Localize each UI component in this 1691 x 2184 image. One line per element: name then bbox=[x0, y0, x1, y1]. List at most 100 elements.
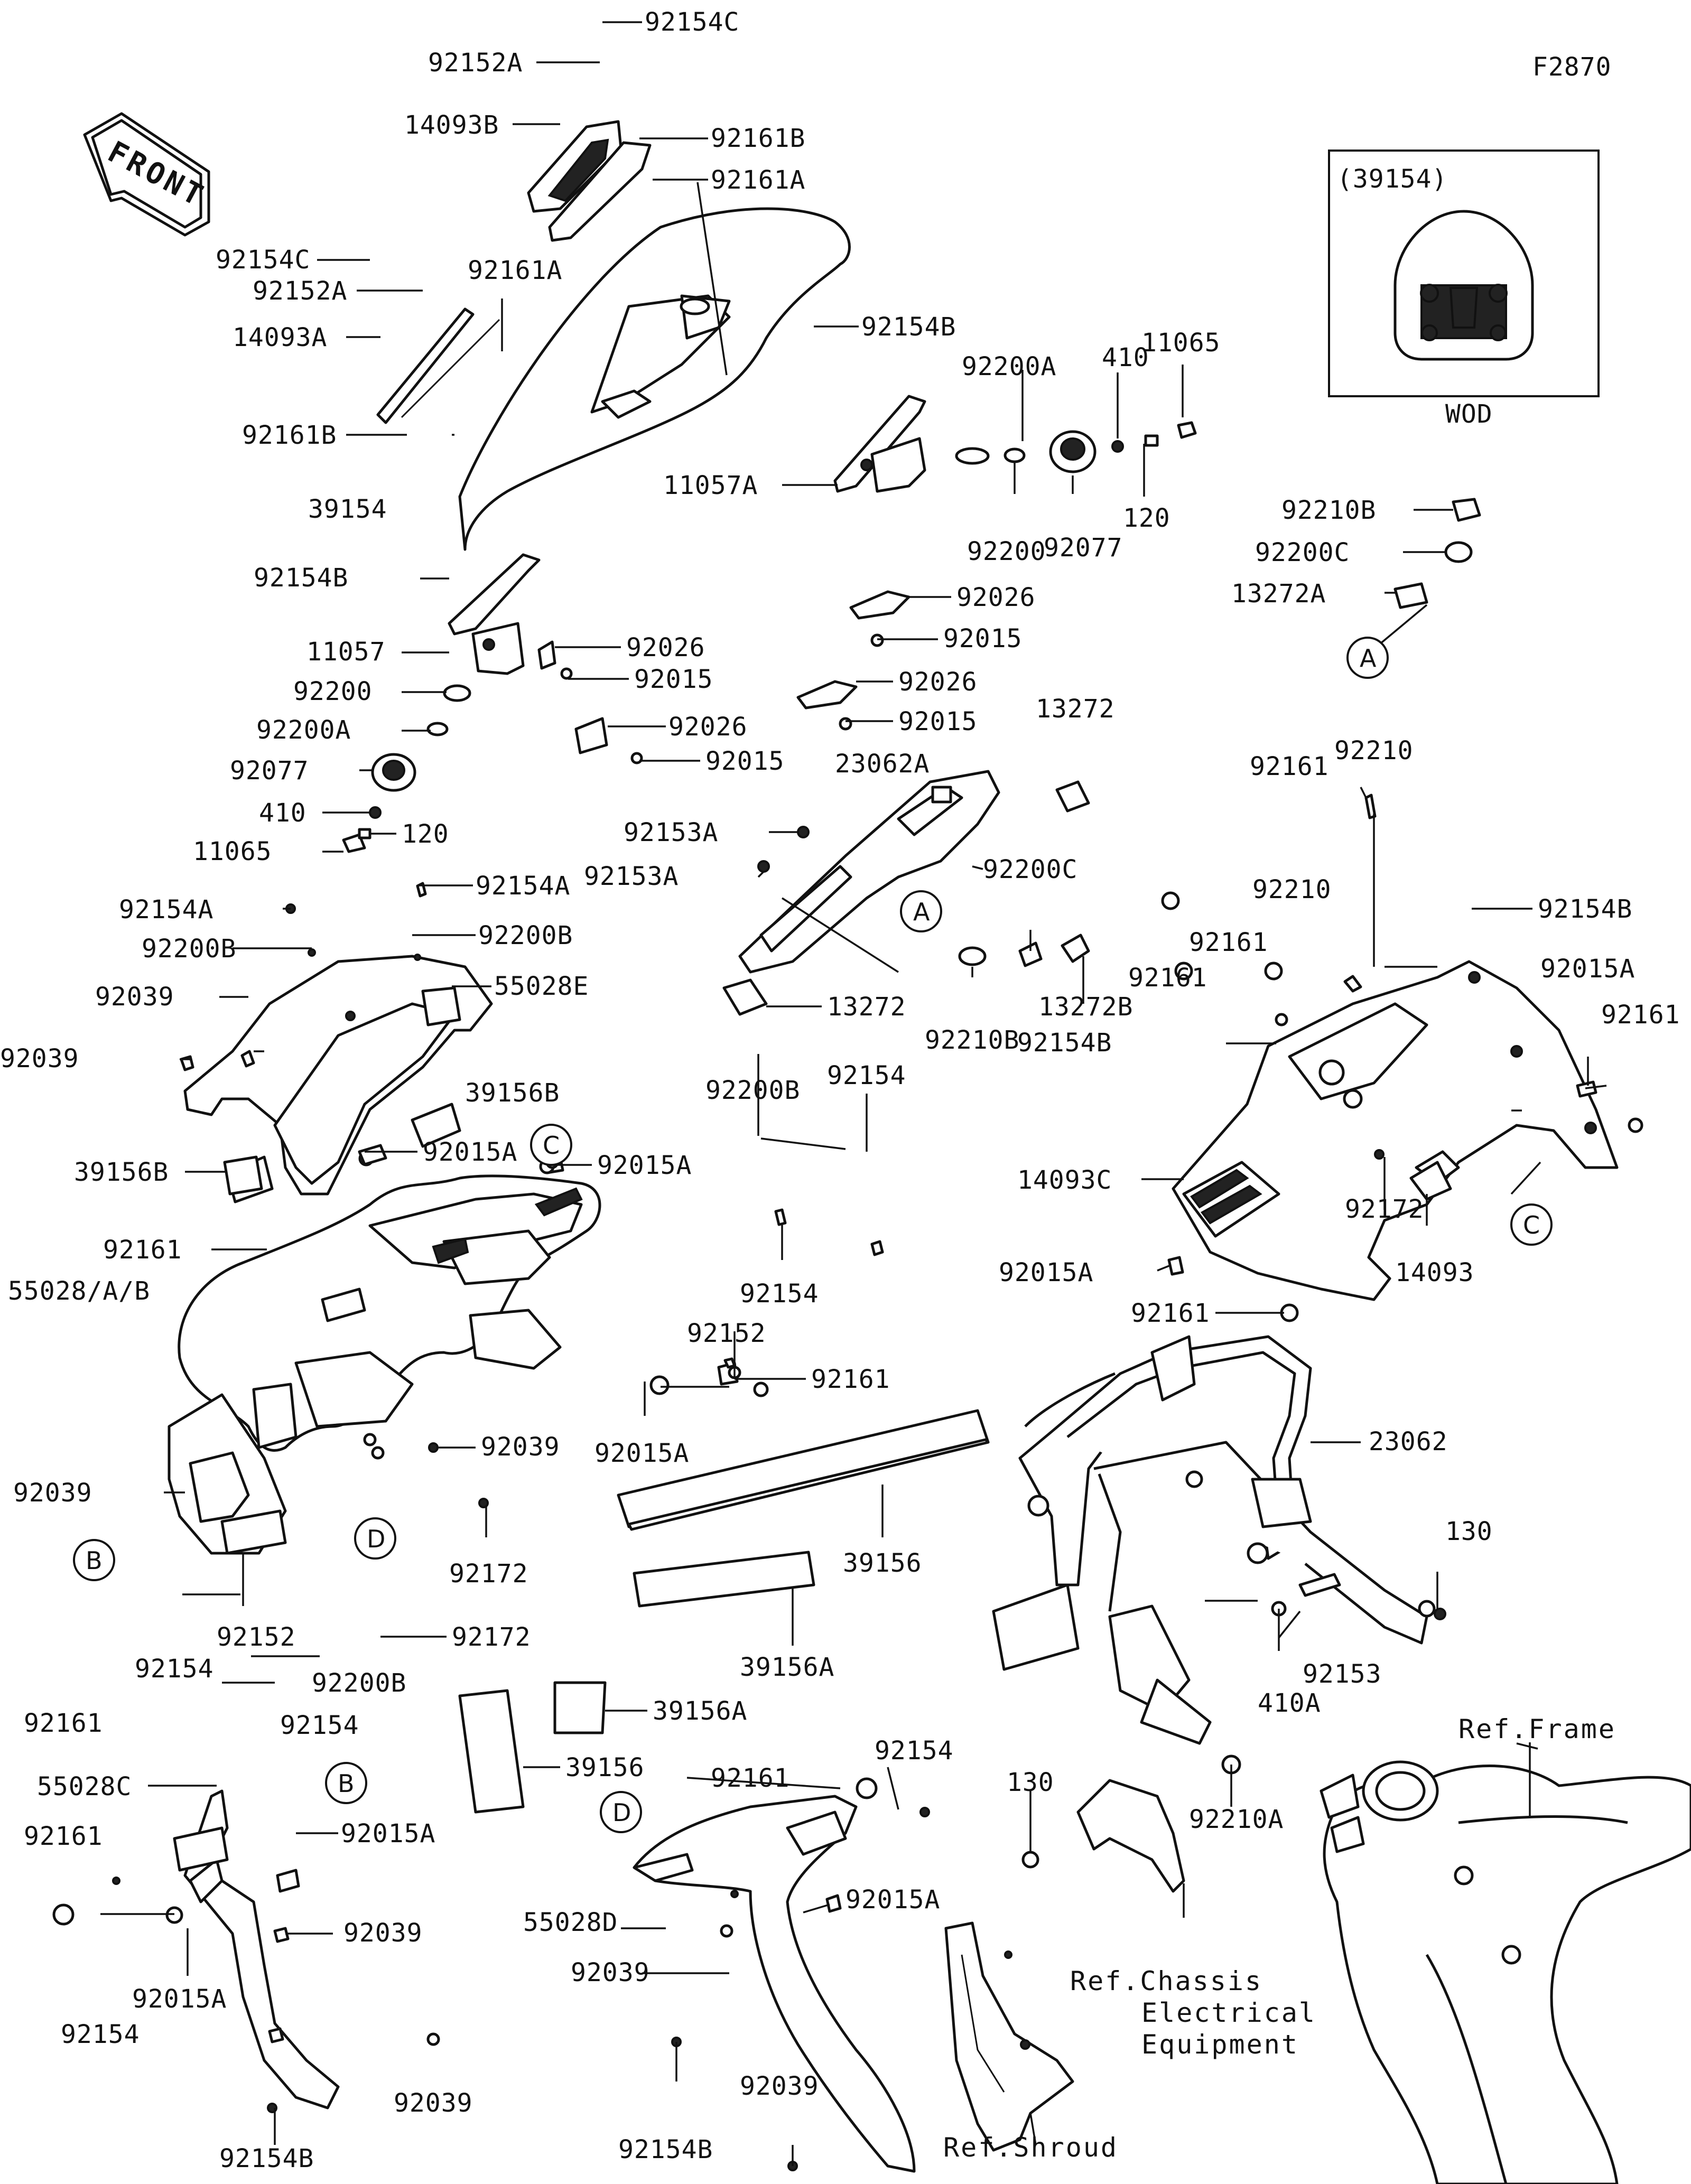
part-label: 410A bbox=[1258, 1688, 1321, 1718]
part-label: 92152A bbox=[253, 276, 347, 306]
part-label: 92154B bbox=[1538, 894, 1632, 924]
part-label: 92200C bbox=[983, 855, 1077, 884]
inset-frame bbox=[1328, 150, 1600, 397]
part-label: 92154 bbox=[875, 1736, 954, 1766]
part-label: 92153A bbox=[584, 862, 679, 891]
part-label: 120 bbox=[402, 819, 449, 849]
part-label: 92015A bbox=[594, 1439, 689, 1468]
part-label: 92154C bbox=[645, 7, 739, 37]
part-label: 92039 bbox=[481, 1432, 560, 1462]
part-label: 410 bbox=[1102, 343, 1149, 372]
part-label: 92039 bbox=[571, 1958, 650, 1987]
part-label: 92200 bbox=[967, 537, 1046, 566]
part-label: 92015A bbox=[597, 1151, 692, 1180]
part-label: 92154 bbox=[827, 1061, 906, 1090]
part-label: 92015A bbox=[132, 1984, 227, 2014]
part-label: 92161 bbox=[1250, 752, 1329, 781]
part-label: 92154B bbox=[861, 312, 956, 342]
part-label: 55028/A/B bbox=[8, 1276, 150, 1306]
callout-C-upper: C bbox=[530, 1124, 572, 1166]
part-label: 92200B bbox=[312, 1668, 406, 1698]
part-label: 92210A bbox=[1189, 1805, 1284, 1834]
part-label: 11057 bbox=[306, 637, 386, 667]
nut-92210B-r bbox=[1393, 498, 1481, 609]
chassis-bracket bbox=[1021, 1779, 1185, 1893]
figure-code: F2870 bbox=[1532, 52, 1612, 82]
svg-text:A: A bbox=[913, 898, 930, 926]
part-label: 92210 bbox=[1252, 875, 1332, 904]
callout-D-lower: D bbox=[600, 1791, 642, 1833]
leader-lines bbox=[100, 21, 1607, 2166]
part-label: 39156B bbox=[465, 1078, 560, 1108]
part-label: 92152 bbox=[217, 1622, 296, 1652]
part-label: 13272 bbox=[1036, 694, 1115, 724]
subframe-23062 bbox=[992, 1335, 1446, 1775]
part-label: 92015 bbox=[634, 665, 713, 694]
part-label: 14093 bbox=[1395, 1258, 1474, 1287]
svg-text:B: B bbox=[86, 1546, 103, 1575]
part-label: 92026 bbox=[626, 633, 705, 662]
cowl-55028E bbox=[180, 882, 493, 1203]
part-label: 92210 bbox=[1334, 736, 1414, 766]
part-label: 92077 bbox=[1044, 533, 1123, 563]
svg-text:C: C bbox=[543, 1131, 560, 1160]
svg-text:D: D bbox=[612, 1798, 631, 1827]
part-label: 39156A bbox=[653, 1696, 747, 1726]
part-label: 92154A bbox=[476, 871, 570, 901]
part-labels: 92154C 92152A 14093B 92161B 92161A 92154… bbox=[0, 7, 1680, 2173]
part-label: 92015A bbox=[341, 1819, 435, 1849]
deflector-14093A bbox=[376, 307, 500, 424]
part-label: 13272B bbox=[1038, 992, 1133, 1022]
inset-caption: WOD bbox=[1445, 399, 1493, 429]
clips-13272B bbox=[958, 934, 1090, 967]
part-label: 130 bbox=[1445, 1517, 1493, 1546]
part-label: 92015 bbox=[705, 746, 785, 776]
wod-inset: (39154) WOD bbox=[1328, 150, 1600, 429]
washers-92026-r bbox=[796, 590, 910, 731]
ref-frame-label: Ref.Frame bbox=[1458, 1714, 1616, 1744]
foam-39156B-1 bbox=[421, 986, 461, 1026]
part-label: 92200B bbox=[142, 934, 236, 964]
part-label: 92200 bbox=[293, 677, 373, 706]
svg-text:D: D bbox=[367, 1525, 385, 1553]
svg-text:B: B bbox=[338, 1769, 355, 1798]
part-label: 92154B bbox=[1017, 1028, 1112, 1058]
ref-electrical-label: Electrical bbox=[1141, 1998, 1316, 2028]
foam-39156A-1 bbox=[633, 1551, 815, 1608]
callout-A-upper: A bbox=[1346, 637, 1389, 679]
part-label: 92172 bbox=[449, 1559, 528, 1589]
front-direction-arrow: FRONT bbox=[83, 112, 211, 237]
svg-text:C: C bbox=[1523, 1211, 1540, 1239]
part-label: 55028C bbox=[37, 1772, 132, 1802]
part-label: 92039 bbox=[0, 1044, 79, 1074]
callout-D-left: D bbox=[354, 1517, 396, 1560]
callout-A-lower: A bbox=[900, 890, 942, 932]
part-label: 92200A bbox=[962, 352, 1056, 381]
part-label: 92039 bbox=[343, 1918, 423, 1948]
part-label: 11065 bbox=[1141, 328, 1221, 358]
part-label: 39156A bbox=[740, 1653, 834, 1682]
part-label: 92154B bbox=[254, 563, 348, 593]
foam-39156A-2 bbox=[553, 1681, 607, 1734]
part-label: 92039 bbox=[394, 2088, 473, 2118]
svg-text:A: A bbox=[1360, 644, 1377, 673]
part-label: 92161 bbox=[711, 1763, 790, 1793]
bracket-11057A bbox=[833, 395, 926, 493]
part-label: 39154 bbox=[308, 494, 387, 524]
shroud-ref bbox=[944, 1921, 1074, 2152]
cowl-55028D bbox=[633, 1777, 930, 2173]
part-label: 92161 bbox=[24, 1709, 103, 1738]
part-label: 92161 bbox=[24, 1822, 103, 1851]
part-label: 92015A bbox=[423, 1137, 517, 1167]
part-label: 14093C bbox=[1017, 1165, 1112, 1195]
part-label: 92161 bbox=[1601, 1000, 1680, 1030]
inset-title: (39154) bbox=[1337, 164, 1447, 194]
part-label: 410 bbox=[259, 798, 306, 828]
deflector-14093B bbox=[527, 120, 652, 242]
part-label: 92026 bbox=[956, 583, 1036, 612]
bracket-11057 bbox=[342, 553, 643, 853]
part-label: 92039 bbox=[95, 982, 174, 1012]
part-label: 23062 bbox=[1369, 1427, 1448, 1457]
part-label: 92153 bbox=[1303, 1659, 1382, 1689]
